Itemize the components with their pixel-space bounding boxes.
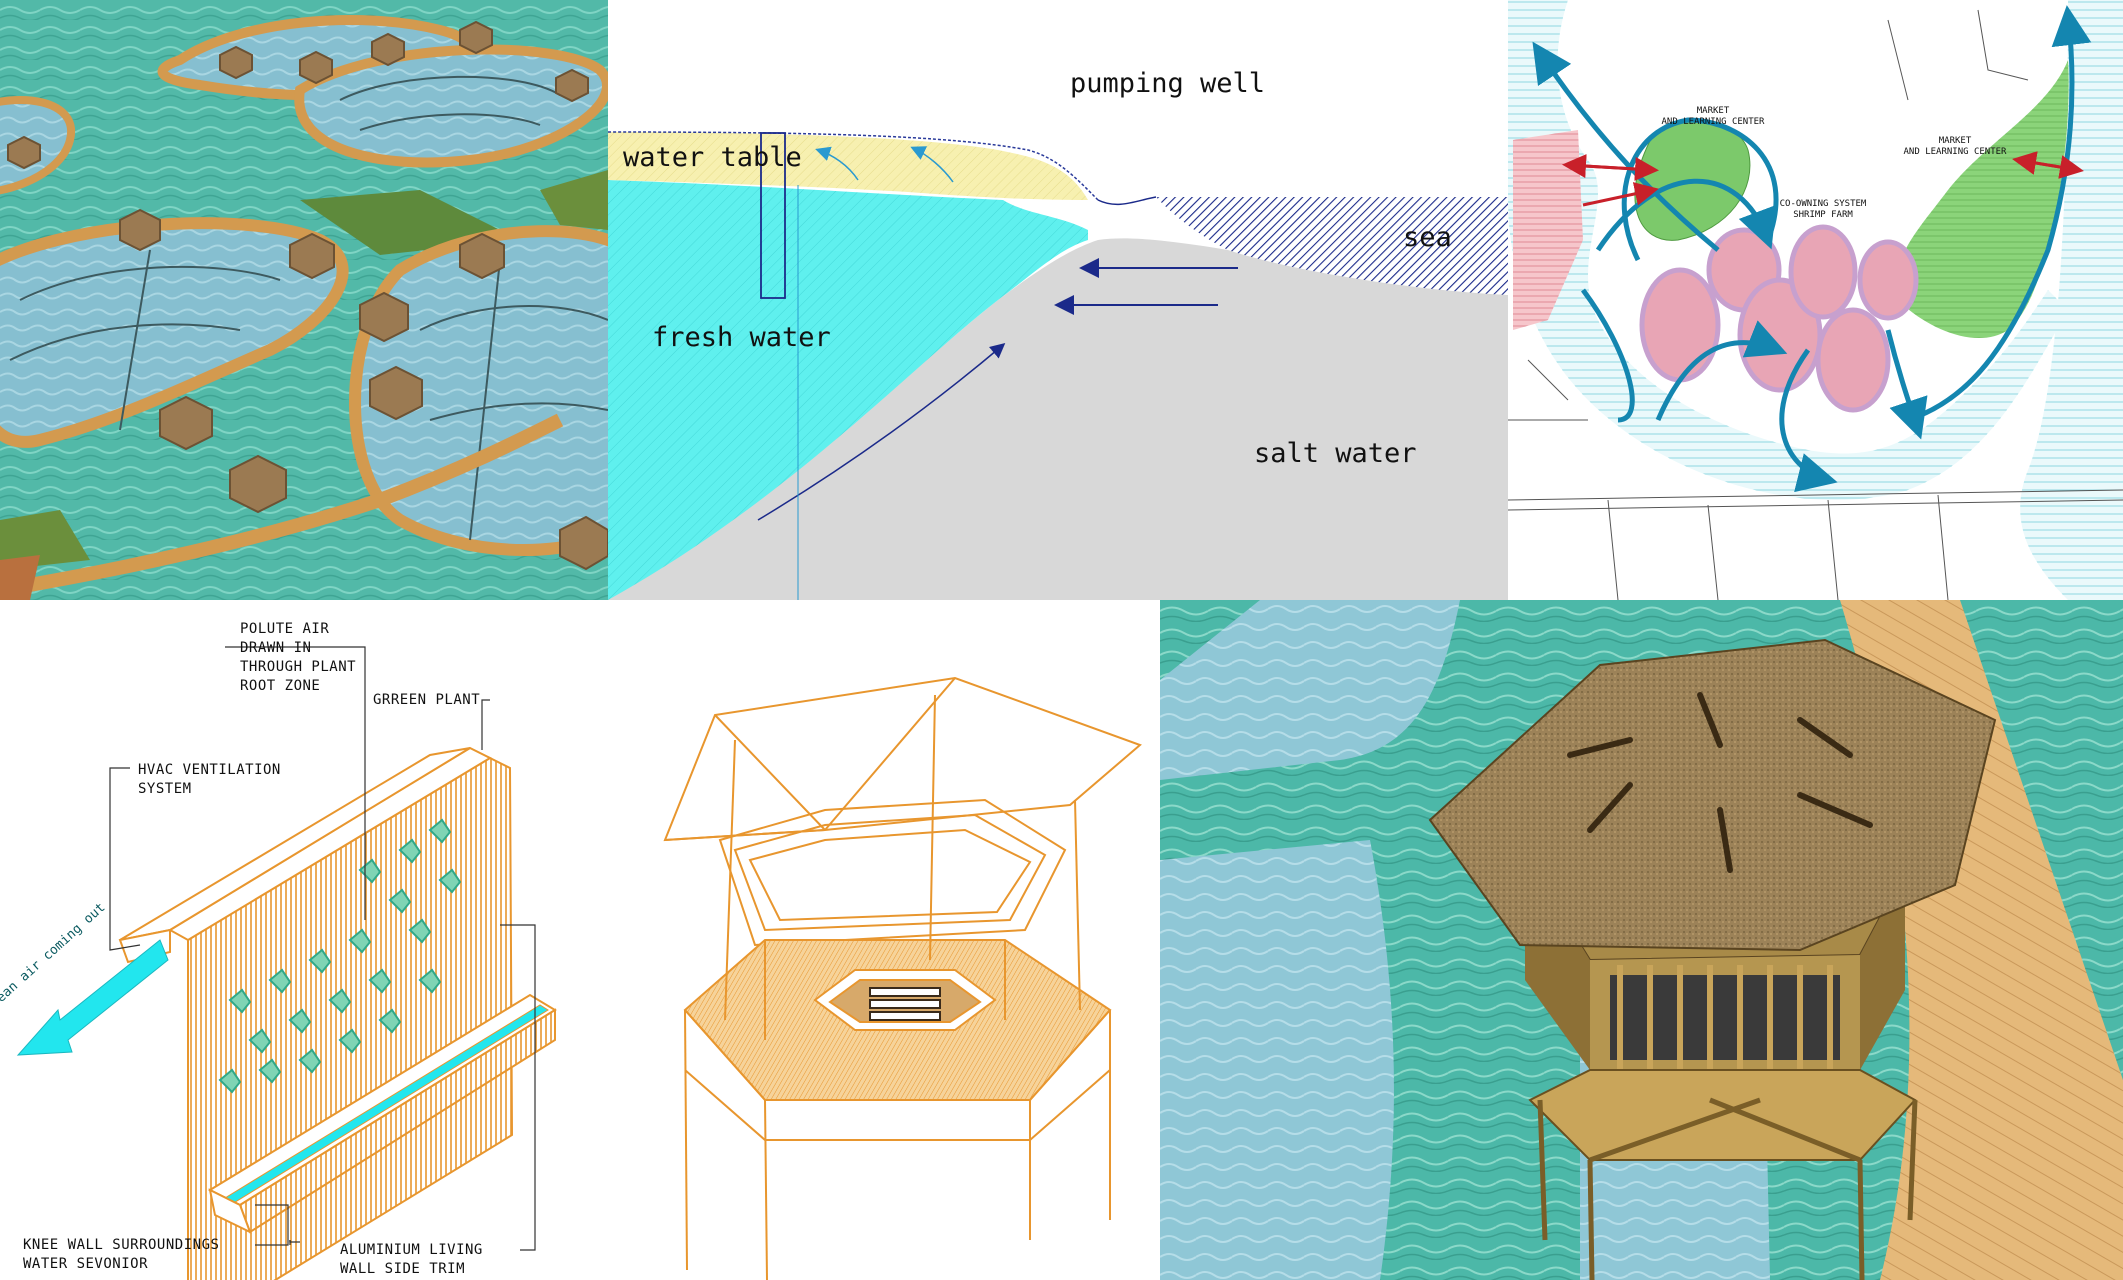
hut-icon xyxy=(559,515,608,571)
road-network xyxy=(1508,9,2123,600)
hut-icon xyxy=(229,454,287,514)
grass-patch xyxy=(0,510,90,570)
market-right-label: MARKET AND LEARNING CENTER xyxy=(1903,136,2007,157)
hut-icon xyxy=(369,365,423,421)
hut-roof-icon xyxy=(1428,638,1997,952)
fresh-water-zone xyxy=(608,180,1088,600)
pumping-well-shaft xyxy=(760,132,786,299)
arrow-icon xyxy=(1885,329,1928,440)
salt-water-zone xyxy=(608,238,1508,600)
pond-large-right xyxy=(349,225,608,556)
leader-lines xyxy=(109,646,536,1251)
walkway xyxy=(0,413,564,597)
hut-axonometric xyxy=(625,600,1160,1280)
pond-top-right xyxy=(294,44,608,168)
pond-patch xyxy=(1160,600,1460,780)
arrow-icon xyxy=(1532,41,1720,252)
hut-icon xyxy=(219,45,253,80)
arrow-icon xyxy=(1595,178,1777,252)
arrow-icon xyxy=(1779,348,1838,493)
hut-roof xyxy=(663,676,1142,842)
arrow-icon xyxy=(1655,320,1788,421)
hut-icon xyxy=(289,232,335,280)
market-right-area xyxy=(1896,60,2069,339)
hut-walls xyxy=(718,798,1067,947)
hut-icon xyxy=(159,395,213,451)
seating xyxy=(869,987,941,1021)
water-table-label: water table xyxy=(623,142,802,173)
green-plant-caption: GRREEN PLANT xyxy=(373,692,481,708)
stilt xyxy=(684,1009,688,1271)
fresh-water-label: fresh water xyxy=(652,322,831,353)
groundwater-section: pumping well water table sea fresh water… xyxy=(608,0,1508,600)
hut-icon xyxy=(119,208,161,252)
water-table-zone xyxy=(608,132,1088,200)
clean-air-arrow-icon xyxy=(16,939,169,1056)
sea-zone xyxy=(1156,197,1508,295)
sea-label: sea xyxy=(1403,222,1452,253)
pink-zone xyxy=(1513,130,1583,330)
arrow-icon xyxy=(1582,182,1659,207)
market-left-label: MARKET AND LEARNING CENTER xyxy=(1661,106,1765,127)
arrow-icon xyxy=(910,146,954,183)
site-map: MARKET AND LEARNING CENTER MARKET AND LE… xyxy=(1508,0,2123,600)
hut-icon xyxy=(359,291,409,343)
pond-patch xyxy=(1160,840,1394,1280)
living-wall-diagram: POLUTE AIR DRAWN IN THROUGH PLANT ROOT Z… xyxy=(0,600,625,1280)
hut-icon xyxy=(459,20,493,55)
grass-patch xyxy=(540,170,608,230)
hut-icon xyxy=(555,68,589,103)
hut-icon xyxy=(7,135,41,170)
knee-wall-caption: KNEE WALL SURROUNDINGS WATER SEVONIOR xyxy=(23,1237,220,1272)
arrow-icon xyxy=(815,146,859,181)
hut-icon xyxy=(371,32,405,67)
arrow-icon xyxy=(757,343,1006,521)
pumping-well-label: pumping well xyxy=(1070,68,1266,99)
arrow-icon xyxy=(1907,5,2092,423)
hut-render xyxy=(1160,600,2123,1280)
hvac-caption: HVAC VENTILATION SYSTEM xyxy=(138,762,281,797)
shrimp-farm-ponds xyxy=(1639,224,1919,413)
stilt xyxy=(764,1099,768,1280)
salt-water-label: salt water xyxy=(1254,438,1417,469)
river-right xyxy=(2020,0,2123,600)
trim-caption: ALUMINIUM LIVING WALL SIDE TRIM xyxy=(340,1242,483,1277)
hut-icon xyxy=(459,232,505,280)
arrow-icon xyxy=(1580,288,1635,423)
arrow-icon xyxy=(1621,117,1779,262)
hut-icon xyxy=(299,50,333,85)
pond-large-left xyxy=(0,217,349,448)
shrimp-farm-label: CO-OWNING SYSTEM SHRIMP FARM xyxy=(1779,199,1867,220)
green-plant-group xyxy=(218,818,462,1094)
polute-air-caption: POLUTE AIR DRAWN IN THROUGH PLANT ROOT Z… xyxy=(240,621,357,694)
aerial-pond-render xyxy=(0,0,608,600)
